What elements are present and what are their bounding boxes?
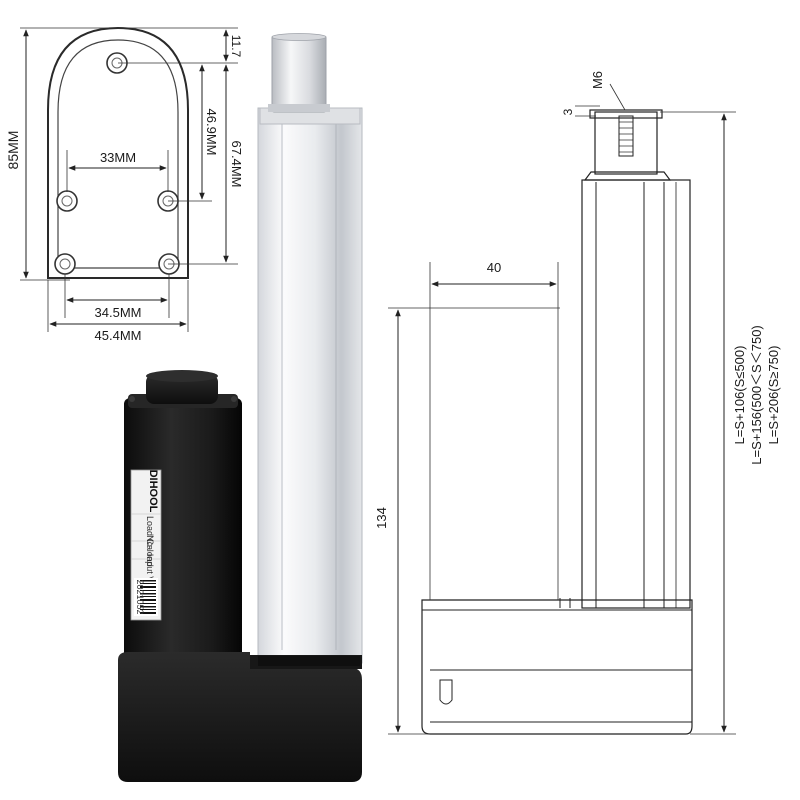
label-m6: M6	[590, 71, 605, 89]
label-11-7: 11.7	[229, 35, 243, 58]
side-dimension-view	[421, 109, 693, 735]
rod-end	[594, 111, 658, 175]
motor-top-cap	[146, 374, 218, 404]
thread-hole	[618, 115, 634, 157]
mounting-hole-bottom-left	[54, 253, 76, 275]
mounting-hole-mid-left	[56, 190, 78, 212]
side-dimensions: 40 134 M6 3 L=S+106(S≤500) L=S+156(500＜S…	[374, 71, 781, 735]
label-45-4mm: 45.4MM	[95, 328, 142, 343]
side-base	[421, 599, 693, 735]
gearbox-base	[118, 652, 362, 782]
label-line-2: No-load	[145, 535, 155, 567]
label-67-4mm: 67.4MM	[229, 141, 244, 188]
actuator-tube	[257, 107, 363, 664]
label-brand: DIHOOL	[147, 470, 159, 513]
rod-end-cap	[589, 109, 663, 119]
label-40: 40	[487, 260, 501, 275]
label-134: 134	[374, 507, 389, 529]
side-tube	[581, 179, 691, 609]
barcode: 2021052	[134, 578, 158, 616]
piston-rod	[271, 35, 327, 113]
label-46-9mm: 46.9MM	[204, 109, 219, 156]
base-slot	[439, 679, 453, 705]
actuator-product-photo: DIHOOL Load Ca No-load Input V	[118, 33, 363, 782]
length-formula-3: L=S+206(S≥750)	[766, 346, 781, 445]
label-line-3: Input V	[145, 554, 155, 583]
plate-inner-outline	[57, 39, 179, 269]
label-thread-depth: 3	[561, 108, 575, 115]
length-formula-2: L=S+156(500＜S＜750)	[749, 325, 764, 464]
label-85mm: 85MM	[5, 131, 21, 170]
mounting-plate-view: 85MM 11.7 46.9MM 67.4MM 33MM 34.5MM 45.4…	[5, 26, 244, 343]
label-34-5mm: 34.5MM	[95, 305, 142, 320]
length-formula-1: L=S+106(S≤500)	[732, 346, 747, 445]
label-line-1: Load Ca	[145, 516, 155, 550]
label-33mm: 33MM	[100, 150, 136, 165]
product-label: DIHOOL Load Ca No-load Input V	[130, 469, 162, 621]
barcode-number: 2021052	[135, 579, 145, 614]
